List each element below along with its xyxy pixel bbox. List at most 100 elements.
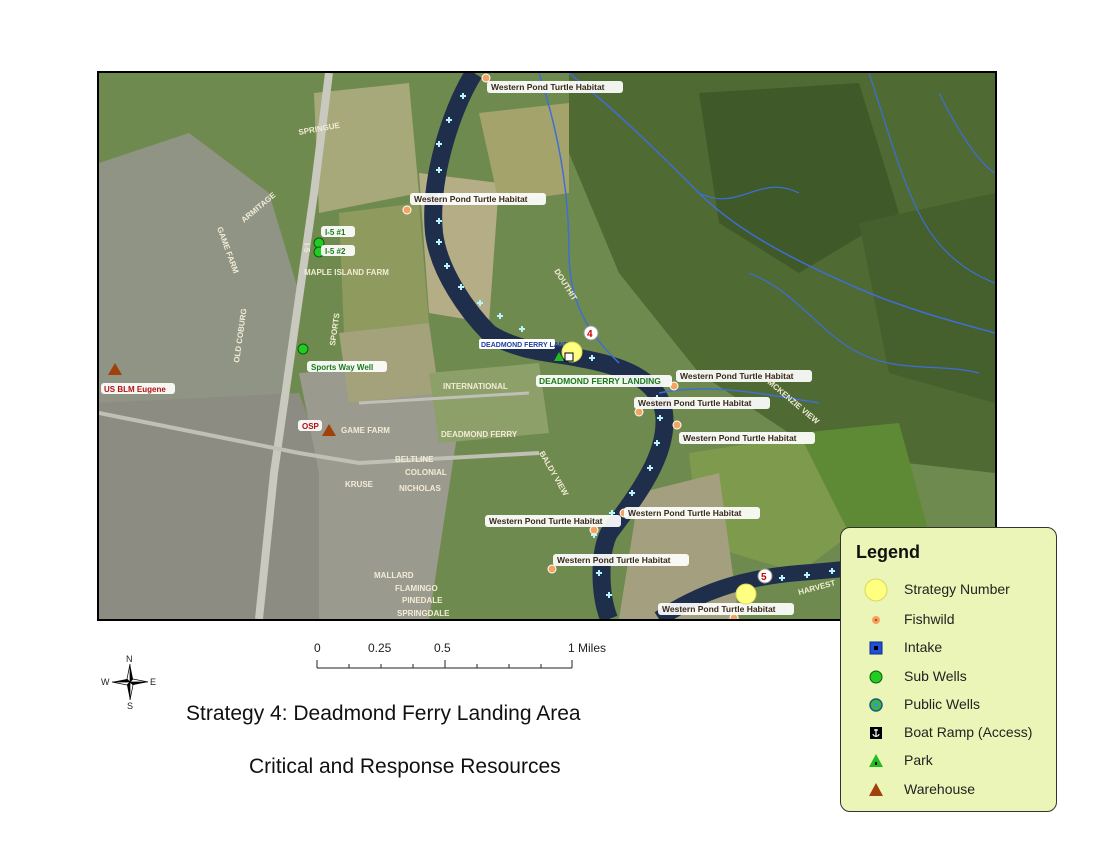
- legend-label: Warehouse: [904, 781, 976, 797]
- intake-icon: [446, 117, 452, 123]
- sub-wells: I-5 #1 I-5 #2 Sports Way Well: [297, 226, 387, 372]
- road-label: GAME FARM: [341, 426, 390, 435]
- habitat-label: Western Pond Turtle Habitat: [489, 516, 603, 526]
- compass-n: N: [126, 654, 133, 664]
- warehouses: US BLM Eugene OSP: [101, 363, 336, 436]
- intake-icon: [519, 326, 525, 332]
- habitat-label: Western Pond Turtle Habitat: [491, 82, 605, 92]
- intake-icon: [629, 490, 635, 496]
- scale-label-05: 0.5: [434, 641, 451, 655]
- map-title: Strategy 4: Deadmond Ferry Landing Area: [186, 702, 581, 725]
- legend-item-boat-ramp: Boat Ramp (Access): [841, 721, 1058, 745]
- strategy-number-icon: [864, 578, 888, 602]
- fishwild-icon: [402, 205, 412, 215]
- legend-item-intake: Intake: [841, 636, 1058, 660]
- scale-label-025: 0.25: [368, 641, 392, 655]
- legend-label: Fishwild: [904, 611, 955, 627]
- habitat-label: Western Pond Turtle Habitat: [680, 371, 794, 381]
- map-frame[interactable]: Western Pond Turtle Habitat Western Pond…: [97, 71, 997, 621]
- aerial-map[interactable]: Western Pond Turtle Habitat Western Pond…: [99, 73, 995, 619]
- park-icon: [554, 352, 564, 361]
- habitat-label: Western Pond Turtle Habitat: [557, 555, 671, 565]
- intake-icon: [657, 415, 663, 421]
- compass-e: E: [150, 677, 156, 687]
- road-label: KRUSE: [345, 480, 374, 489]
- habitat-label: Western Pond Turtle Habitat: [683, 433, 797, 443]
- intake-icon: [436, 239, 442, 245]
- intake-icon: [497, 313, 503, 319]
- warehouse-icon: [108, 363, 122, 375]
- intake-icon: [606, 592, 612, 598]
- intake-icon: [589, 355, 595, 361]
- scale-label-1: 1 Miles: [568, 641, 606, 655]
- intake-icon: [436, 141, 442, 147]
- sports-way-well-label: Sports Way Well: [311, 363, 373, 372]
- legend-title: Legend: [856, 542, 921, 562]
- legend-item-fishwild: Fishwild: [841, 608, 1058, 632]
- habitat-label: Western Pond Turtle Habitat: [628, 508, 742, 518]
- road-label: MAPLE ISLAND FARM: [304, 268, 389, 277]
- sub-well-icon: [869, 670, 883, 684]
- habitat-label: Western Pond Turtle Habitat: [662, 604, 776, 614]
- road-label: PINEDALE: [402, 596, 443, 605]
- intake-icon: [804, 572, 810, 578]
- scale-bar: 0 0.25 0.5 1 Miles: [314, 641, 606, 669]
- road-label: NICHOLAS: [399, 484, 441, 493]
- habitat-label: Western Pond Turtle Habitat: [638, 398, 752, 408]
- intake-icon: [436, 218, 442, 224]
- road-label: COLONIAL: [405, 468, 447, 477]
- intake-icon: [654, 440, 660, 446]
- sub-well-label: I-5 #1: [325, 228, 346, 237]
- fishwild-icon: [589, 525, 599, 535]
- intake-icon: [779, 575, 785, 581]
- intake-icon: [458, 284, 464, 290]
- intake-icon: [436, 167, 442, 173]
- compass-s: S: [127, 701, 133, 711]
- fishwild-icon: [481, 73, 491, 83]
- intake-icon: [596, 570, 602, 576]
- intake-icon: [460, 93, 466, 99]
- legend-item-sub-wells: Sub Wells: [841, 665, 1058, 689]
- road-label: BELTLINE: [395, 455, 434, 464]
- legend-item-warehouse: Warehouse: [841, 778, 1058, 802]
- intake-icon: [647, 465, 653, 471]
- map-subtitle: Critical and Response Resources: [249, 755, 561, 778]
- landing-label-small: DEADMOND FERRY LANDI: [481, 342, 571, 349]
- legend-label: Park: [904, 752, 933, 768]
- legend-label: Intake: [904, 639, 943, 655]
- strategy-5-marker[interactable]: 5: [735, 568, 773, 605]
- legend-label: Boat Ramp (Access): [904, 724, 1033, 740]
- landing-label: DEADMOND FERRY LANDING: [539, 376, 661, 386]
- road-label: INTERNATIONAL: [443, 382, 508, 391]
- intake-icon: [829, 568, 835, 574]
- road-label: DEADMOND FERRY: [441, 430, 518, 439]
- legend-item-public-wells: Public Wells: [841, 693, 1058, 717]
- strategy-4-marker[interactable]: DEADMOND FERRY LANDI 4 DEADMOND FERRY LA…: [479, 325, 672, 387]
- legend-item-park: Park: [841, 749, 1058, 773]
- road-label: MALLARD: [374, 571, 414, 580]
- legend-label: Public Wells: [904, 696, 980, 712]
- legend-item-strategy-number: Strategy Number: [841, 578, 1058, 602]
- legend-label: Strategy Number: [904, 581, 1010, 597]
- fishwild-icon: [547, 564, 557, 574]
- sub-well-label: I-5 #2: [325, 247, 346, 256]
- park-icon: [869, 754, 883, 767]
- road-label: FLAMINGO: [395, 584, 438, 593]
- legend-label: Sub Wells: [904, 668, 967, 684]
- warehouse-icon: [869, 783, 883, 796]
- warehouse-icon: [322, 424, 336, 436]
- habitat-label: Western Pond Turtle Habitat: [414, 194, 528, 204]
- intake-icon: [444, 263, 450, 269]
- road-label: SPRINGDALE: [397, 609, 450, 618]
- strategy-number-label: 5: [761, 572, 767, 583]
- road-label: I-5: [302, 243, 311, 253]
- legend: Legend Strategy Number Fishwild Intake S…: [840, 527, 1057, 812]
- intake-icon: [477, 300, 483, 306]
- strategy-number-icon: [735, 583, 757, 605]
- north-arrow-icon: N S W E: [101, 654, 156, 711]
- sub-well-icon: [297, 343, 309, 355]
- scale-label-0: 0: [314, 641, 321, 655]
- fishwild-icon: [634, 407, 644, 417]
- warehouse-label: OSP: [302, 422, 320, 431]
- strategy-number-label: 4: [587, 329, 593, 340]
